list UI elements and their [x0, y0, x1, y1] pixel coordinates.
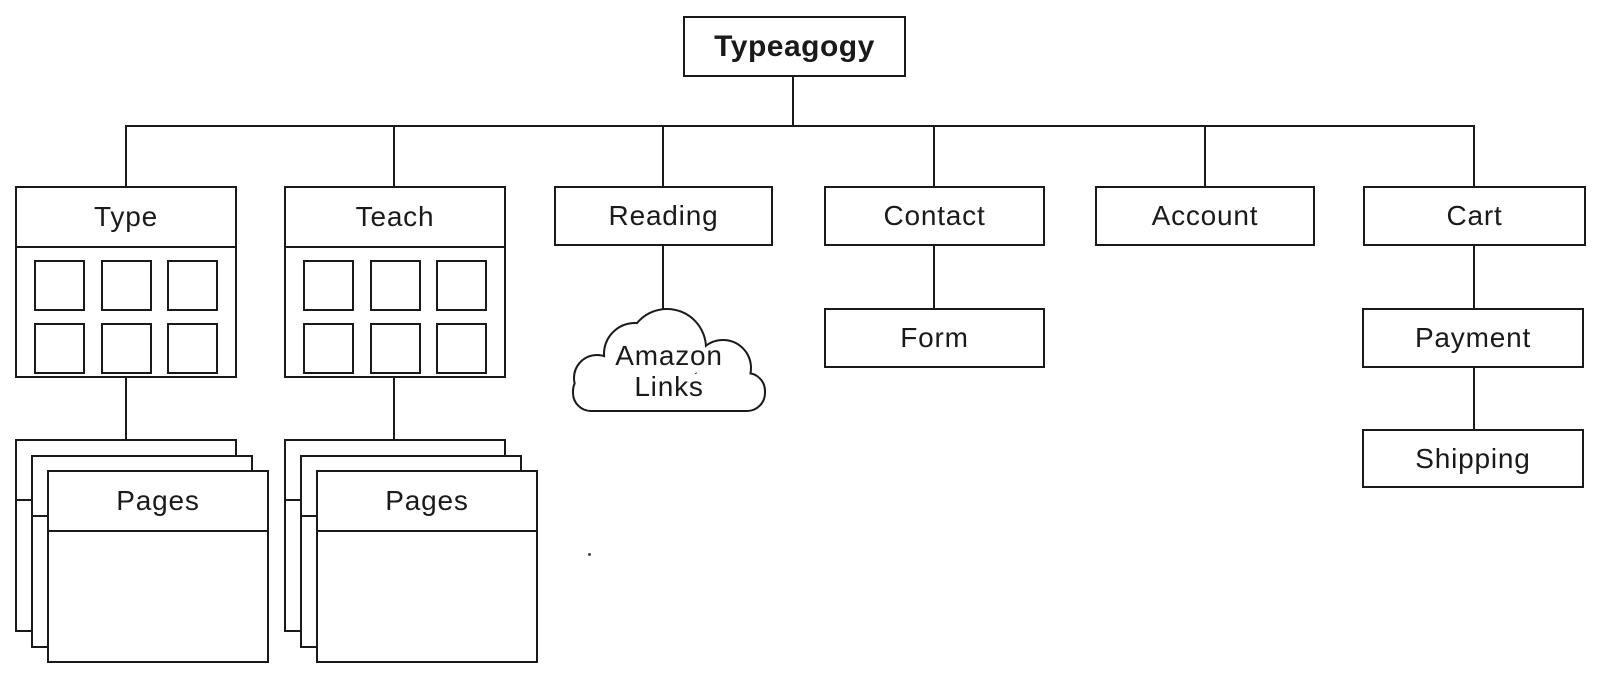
- pages-card-header: Pages: [318, 472, 536, 532]
- connector-contact-form: [933, 246, 935, 308]
- connector-teach-pages: [393, 378, 395, 439]
- payment-label: Payment: [1414, 322, 1532, 353]
- node-contact: Contact: [824, 186, 1045, 246]
- node-cart: Cart: [1363, 186, 1586, 246]
- thumbnail-square: [303, 323, 354, 374]
- node-teach: Teach: [284, 186, 506, 378]
- teach-thumbnail-grid: [286, 248, 504, 374]
- connector-reading-cloud: [662, 246, 664, 312]
- node-reading: Reading: [554, 186, 773, 246]
- node-typeagogy: Typeagogy: [683, 16, 906, 77]
- thumbnail-square: [436, 260, 487, 311]
- node-pages-type: Pages: [47, 470, 269, 663]
- thumbnail-square: [34, 260, 85, 311]
- node-amazon-links-cloud: [571, 304, 767, 414]
- node-pages-teach: Pages: [316, 470, 538, 663]
- thumbnail-square: [436, 323, 487, 374]
- pages-label: Pages: [385, 485, 469, 516]
- shipping-label: Shipping: [1415, 442, 1531, 474]
- thumbnail-square: [100, 260, 152, 311]
- node-account: Account: [1095, 186, 1315, 246]
- cart-label: Cart: [1446, 200, 1503, 231]
- connector-horizontal-bus: [125, 125, 1475, 127]
- thumbnail-square: [167, 260, 218, 311]
- thumbnail-square: [34, 323, 85, 374]
- thumbnail-square: [167, 323, 218, 374]
- amazon-links-line1: Amazon: [615, 340, 723, 371]
- connector-drop-type: [125, 126, 127, 186]
- connector-drop-contact: [933, 126, 935, 186]
- connector-payment-shipping: [1473, 368, 1475, 429]
- account-label: Account: [1151, 200, 1259, 231]
- connector-drop-cart: [1473, 126, 1475, 186]
- thumbnail-square: [369, 260, 421, 311]
- contact-label: Contact: [883, 200, 986, 231]
- node-shipping: Shipping: [1362, 429, 1584, 488]
- node-type: Type: [15, 186, 237, 378]
- connector-cart-payment: [1473, 246, 1475, 308]
- node-form: Form: [824, 308, 1045, 368]
- pages-label: Pages: [116, 485, 200, 516]
- type-header: Type: [17, 188, 235, 248]
- type-thumbnail-grid: [17, 248, 235, 374]
- connector-root-trunk: [792, 77, 794, 126]
- thumbnail-square: [100, 323, 152, 374]
- amazon-links-label: Amazon Links: [571, 340, 767, 402]
- thumbnail-square: [303, 260, 354, 311]
- thumbnail-square: [369, 323, 421, 374]
- root-label: Typeagogy: [714, 29, 875, 63]
- connector-drop-reading: [662, 126, 664, 186]
- form-label: Form: [900, 322, 969, 353]
- connector-type-pages: [125, 378, 127, 439]
- connector-drop-teach: [393, 126, 395, 186]
- connector-drop-account: [1204, 126, 1206, 186]
- cloud-icon: [572, 308, 766, 412]
- amazon-links-line2: Links: [634, 371, 704, 402]
- type-label: Type: [94, 201, 158, 232]
- teach-label: Teach: [355, 201, 435, 232]
- pages-card-header: Pages: [49, 472, 267, 532]
- teach-header: Teach: [286, 188, 504, 248]
- node-payment: Payment: [1362, 308, 1584, 368]
- reading-label: Reading: [608, 200, 719, 231]
- stray-dot: [588, 553, 591, 556]
